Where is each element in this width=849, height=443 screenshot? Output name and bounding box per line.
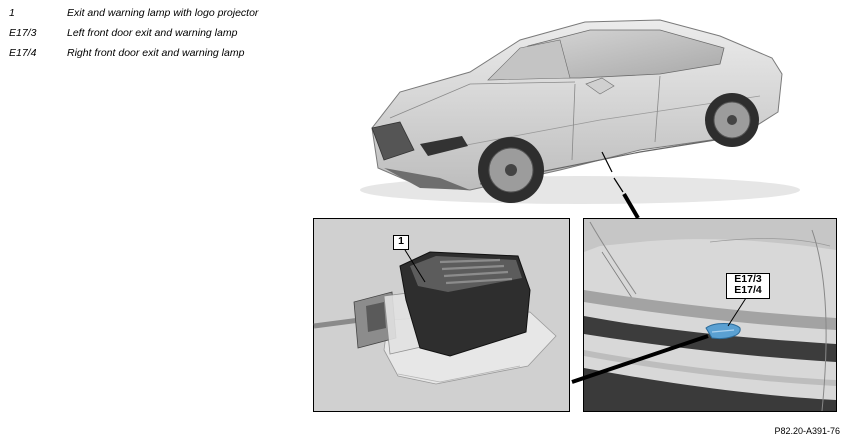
legend-code: 1 [9, 7, 15, 19]
legend-description: Exit and warning lamp with logo projecto… [67, 7, 259, 19]
legend-description: Right front door exit and warning lamp [67, 47, 245, 59]
pointer-line-car [601, 151, 640, 220]
callout-label: 1 [393, 235, 409, 250]
projector-detail-panel [313, 218, 570, 412]
car-illustration [360, 19, 800, 204]
figure-reference: P82.20-A391-76 [774, 426, 840, 436]
legend-code: E17/3 [9, 27, 37, 39]
pointer-line-lamp [571, 334, 709, 384]
callout-line: E17/4 [734, 284, 762, 296]
legend-code: E17/4 [9, 47, 37, 59]
door-lamp-detail-panel [583, 218, 837, 412]
callout-label: E17/3 E17/4 [726, 273, 770, 299]
legend-description: Left front door exit and warning lamp [67, 27, 238, 39]
callout-line: E17/3 [734, 273, 762, 285]
